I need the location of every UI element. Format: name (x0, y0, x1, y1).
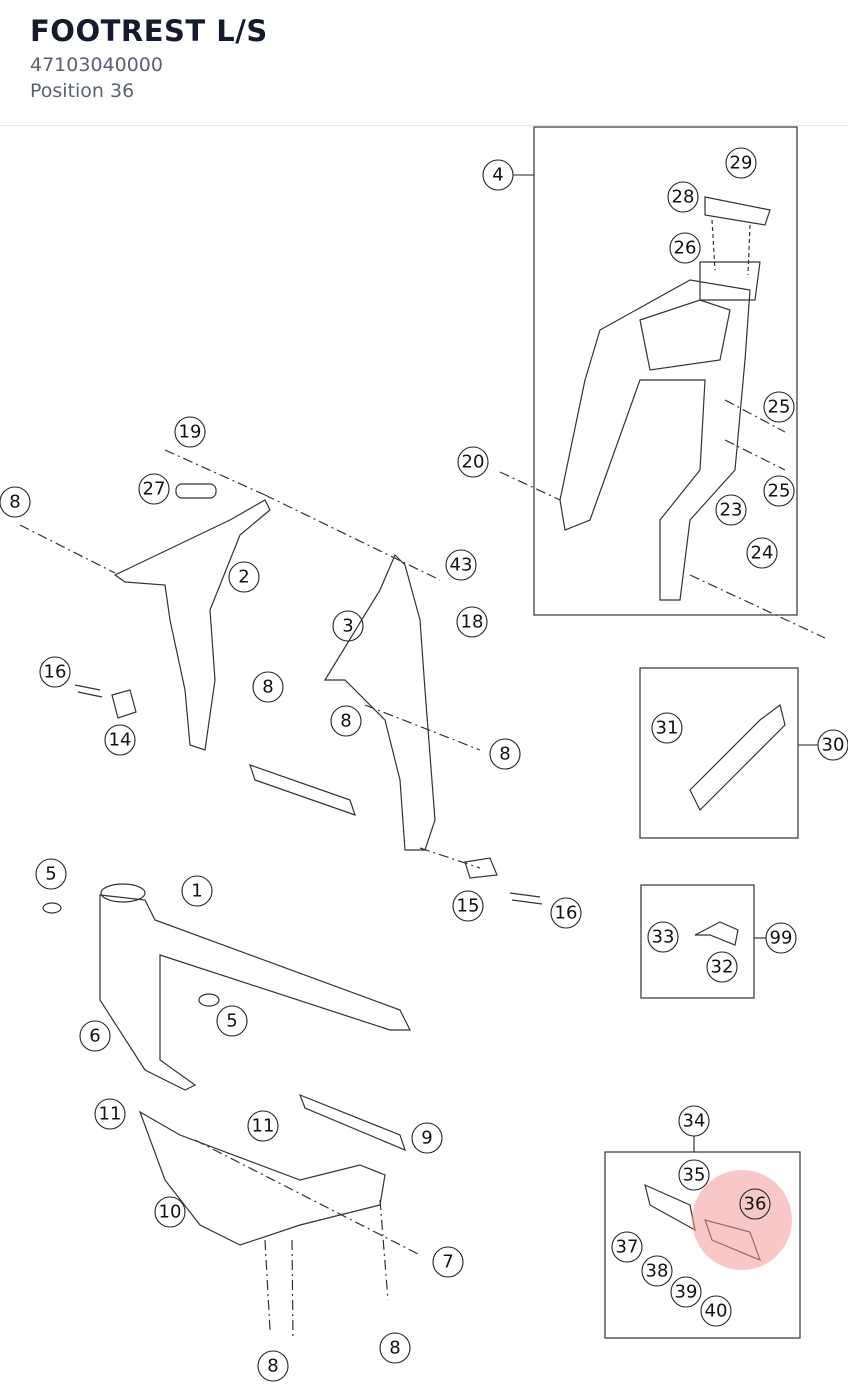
callout-38: 38 (646, 1261, 669, 1282)
position-label: Position 36 (30, 80, 135, 102)
callout-34: 34 (683, 1111, 706, 1132)
callout-16a: 16 (44, 662, 67, 683)
callout-10: 10 (159, 1202, 182, 1223)
callout-18: 18 (461, 612, 484, 633)
callout-5a: 5 (45, 864, 56, 885)
callout-30: 30 (822, 735, 845, 756)
highlight-marker (692, 1170, 792, 1270)
callout-6: 6 (89, 1026, 100, 1047)
callout-33: 33 (652, 927, 675, 948)
callout-39: 39 (675, 1282, 698, 1303)
callout-8a: 8 (9, 492, 20, 513)
callout-24: 24 (751, 543, 774, 564)
callout-35: 35 (683, 1165, 706, 1186)
callout-28: 28 (672, 187, 695, 208)
callout-23: 23 (720, 500, 743, 521)
callout-8f: 8 (267, 1356, 278, 1377)
callout-16b: 16 (555, 903, 578, 924)
callout-2: 2 (238, 567, 249, 588)
callout-9: 9 (421, 1128, 432, 1149)
callout-99: 99 (770, 928, 793, 949)
callout-11a: 11 (99, 1104, 122, 1125)
callout-25: 25 (768, 397, 791, 418)
group-box-4 (533, 126, 798, 616)
callout-8d: 8 (499, 744, 510, 765)
callout-29: 29 (730, 153, 753, 174)
group-box-34 (604, 1151, 801, 1339)
callout-4: 4 (492, 165, 503, 186)
callout-14: 14 (109, 730, 132, 751)
header: FOOTREST L/S 47103040000 Position 36 (0, 0, 848, 126)
group-box-99 (640, 884, 755, 999)
callout-3: 3 (342, 616, 353, 637)
callout-8b: 8 (262, 677, 273, 698)
callout-32: 32 (711, 957, 734, 978)
callout-5b: 5 (226, 1011, 237, 1032)
callout-31: 31 (656, 718, 679, 739)
callout-11b: 11 (252, 1116, 275, 1137)
part-number: 47103040000 (30, 54, 163, 76)
callout-8e: 8 (389, 1338, 400, 1359)
group-box-30 (639, 667, 799, 839)
callout-15: 15 (457, 896, 480, 917)
callout-1: 1 (191, 881, 202, 902)
callout-43: 43 (450, 555, 473, 576)
page-title: FOOTREST L/S (30, 14, 268, 48)
callout-40: 40 (705, 1301, 728, 1322)
callout-25b: 25 (768, 481, 791, 502)
callout-7: 7 (442, 1252, 453, 1273)
callout-37: 37 (616, 1237, 639, 1258)
callout-19: 19 (179, 422, 202, 443)
callout-27: 27 (143, 479, 166, 500)
callout-26: 26 (674, 238, 697, 259)
callout-36: 36 (744, 1194, 767, 1215)
callout-8c: 8 (340, 711, 351, 732)
callout-20: 20 (462, 452, 485, 473)
